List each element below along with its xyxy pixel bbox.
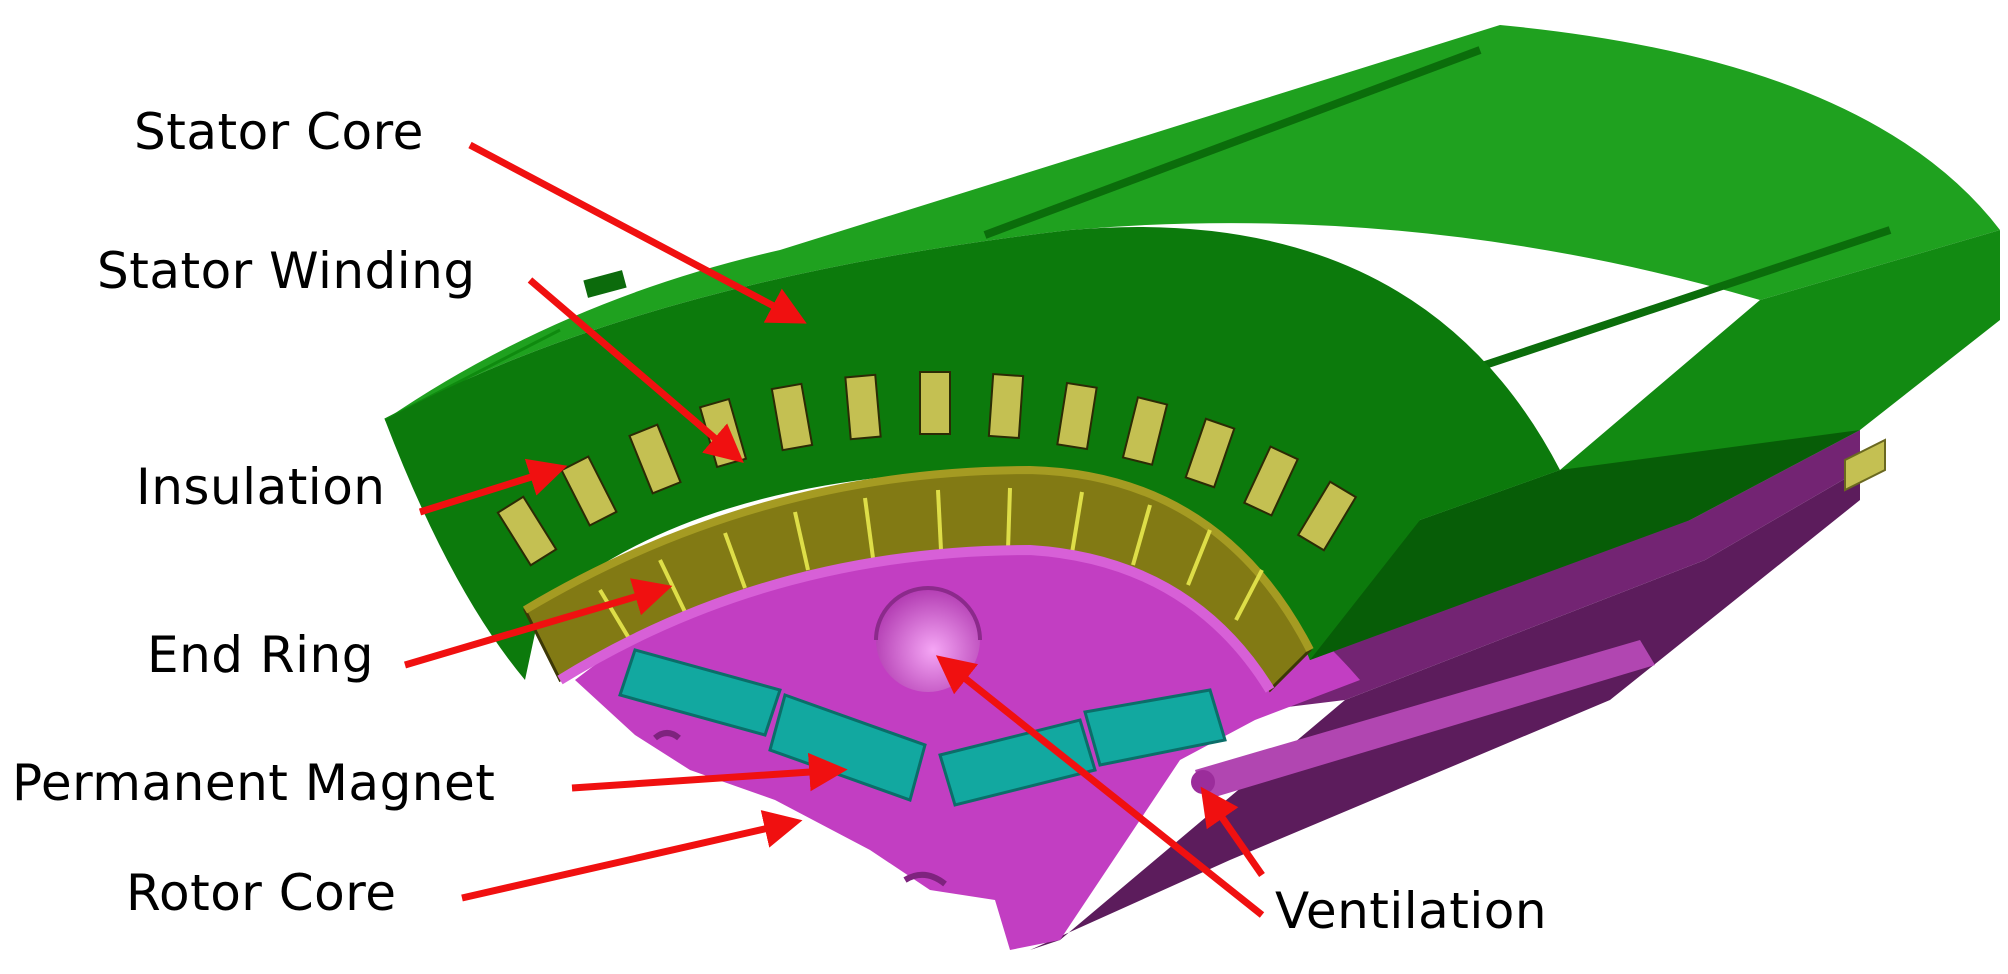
ventilation-channel xyxy=(1195,640,1655,800)
label-insulation: Insulation xyxy=(136,458,386,516)
arrow-ventilation-side xyxy=(1200,786,1265,877)
winding-slot-10 xyxy=(1121,396,1169,466)
arrow-rotor-core xyxy=(461,810,803,902)
end-ring-bar xyxy=(1131,504,1152,566)
rotor-core-front xyxy=(575,520,1360,950)
end-ring-bar xyxy=(936,489,943,551)
label-end-ring: End Ring xyxy=(147,626,374,684)
arrow-permanent-magnet xyxy=(571,752,848,792)
ventilation-hole-rim xyxy=(874,586,982,641)
label-permanent-magnet: Permanent Magnet xyxy=(12,754,496,812)
arrow-end-ring xyxy=(404,578,673,669)
winding-slot-5 xyxy=(770,382,814,452)
label-stator-winding: Stator Winding xyxy=(97,242,476,300)
magnet-2 xyxy=(768,693,927,802)
end-ring-bar xyxy=(793,511,810,571)
arrow-stator-core xyxy=(468,141,807,324)
stator-core-top xyxy=(385,25,2000,420)
winding-slot-6 xyxy=(844,373,882,441)
label-ventilation: Ventilation xyxy=(1275,882,1548,940)
ventilation-hole-side xyxy=(1191,770,1215,794)
arrow-stator-winding xyxy=(527,277,744,464)
end-ring-bar xyxy=(1070,491,1084,554)
magnet-4 xyxy=(1083,688,1227,767)
winding-slot-7 xyxy=(919,371,951,435)
end-ring-bar xyxy=(1234,569,1264,621)
magnet-1 xyxy=(618,648,782,737)
winding-slot-12 xyxy=(1242,445,1300,517)
rotor-notch-bottom xyxy=(903,871,947,887)
permanent-magnets xyxy=(618,648,1227,807)
arrow-ventilation-front xyxy=(935,655,1265,918)
stator-core-side-shadow xyxy=(1290,430,1860,660)
winding-slot-1 xyxy=(496,495,558,567)
end-ring-bar xyxy=(658,559,687,613)
winding-slot-3 xyxy=(628,423,682,495)
label-rotor-core: Rotor Core xyxy=(126,864,397,922)
winding-slot-11 xyxy=(1184,417,1236,489)
end-ring-bar xyxy=(863,497,875,559)
stator-winding-slots xyxy=(496,371,1358,567)
winding-slot-2 xyxy=(560,455,618,527)
stator-keyslot-1 xyxy=(983,46,1482,239)
callout-arrows xyxy=(404,141,1265,918)
stator-core-front xyxy=(385,227,1560,680)
end-ring-bars xyxy=(598,487,1264,642)
end-ring-bar xyxy=(723,532,747,589)
end-ring-bar xyxy=(1186,529,1212,586)
rotor-inner-rim xyxy=(557,544,1275,693)
winding-slot-8 xyxy=(987,372,1025,440)
stator-tab xyxy=(583,270,627,298)
winding-slot-13 xyxy=(1296,480,1358,552)
end-ring-bar xyxy=(598,588,632,642)
label-stator-core: Stator Core xyxy=(134,103,424,161)
end-ring-bar xyxy=(1006,487,1012,551)
arrow-insulation xyxy=(418,458,568,516)
rotor-notch-left xyxy=(653,730,681,741)
winding-slot-9 xyxy=(1056,381,1098,451)
end-ring-rim xyxy=(522,465,1314,652)
stator-side-tab xyxy=(1844,438,1886,492)
